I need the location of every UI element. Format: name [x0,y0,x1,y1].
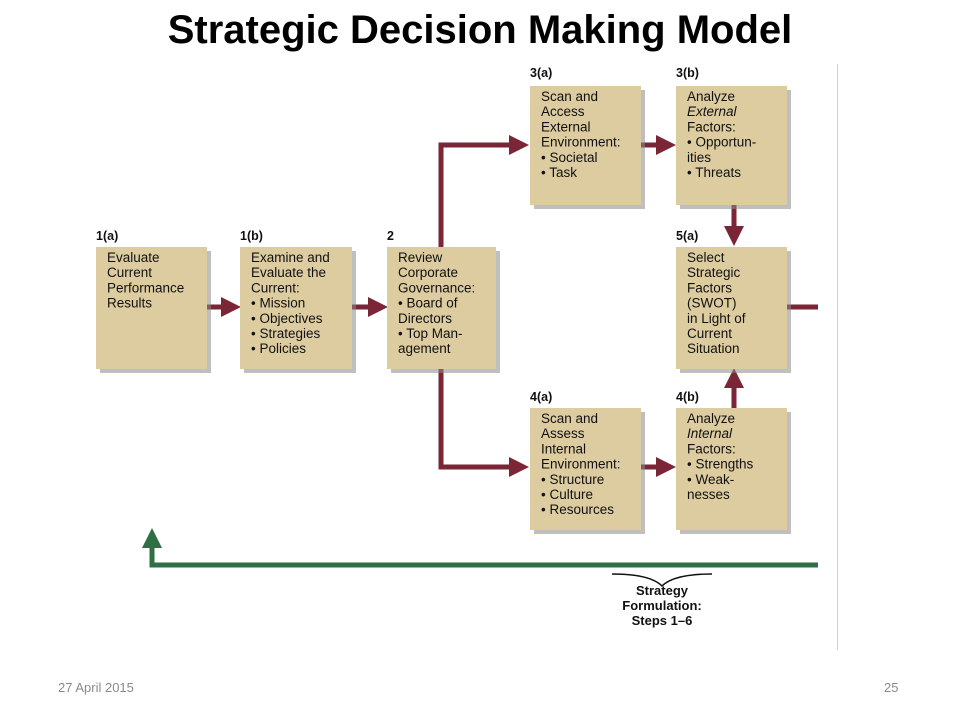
box-text-line: • Strengths [687,457,754,472]
box-background [676,86,787,205]
boxes-layer: 1(a)EvaluateCurrentPerformanceResults1(b… [96,66,791,534]
box-text-line: Analyze [687,89,735,104]
box-text-line: • Opportun- [687,135,756,150]
box-text-line: • Culture [541,487,593,502]
box-background [676,408,787,530]
caption-line: Formulation: [622,598,701,613]
box-text-line: Corporate [398,265,458,280]
box-text-line: Performance [107,280,184,295]
box-text-line: • Policies [251,341,306,356]
box-text-line: • Threats [687,165,741,180]
box-text-line: Environment: [541,135,621,150]
box-text-line: Review [398,250,443,265]
slide-number: 25 [884,680,899,695]
step-label: 3(b) [676,66,699,80]
box-text-line: • Mission [251,296,305,311]
box-text-line: Factors [687,280,732,295]
box-background [530,408,641,530]
step-label: 2 [387,229,394,243]
box-text-line: Internal [541,441,586,456]
step-label: 4(b) [676,390,699,404]
step-label: 1(b) [240,229,263,243]
box-background [676,247,787,369]
brace [611,573,713,588]
box-text-line: Access [541,104,585,119]
box-text-line: Internal [687,426,733,441]
box-text-line: Situation [687,341,740,356]
box-text-line: Factors: [687,119,736,134]
box-text-line: Assess [541,426,585,441]
box-text-line: Current [687,326,732,341]
box-text-line: Evaluate the [251,265,326,280]
step-label: 4(a) [530,390,552,404]
box-text-line: (SWOT) [687,296,737,311]
caption: Strategy Formulation: Steps 1–6 [622,583,701,628]
box-text-line: Evaluate [107,250,160,265]
box-4a: 4(a)Scan andAssessInternalEnvironment:• … [530,390,645,534]
box-text-line: agement [398,341,451,356]
box-text-line: in Light of [687,311,746,326]
step-label: 3(a) [530,66,552,80]
box-text-line: Examine and [251,250,330,265]
box-3a: 3(a)Scan andAccessExternalEnvironment:• … [530,66,645,209]
box-text-line: • Weak- [687,472,734,487]
box-text-line: • Board of [398,296,458,311]
box-background [96,247,207,369]
box-text-line: • Societal [541,150,598,165]
box-text-line: Analyze [687,411,735,426]
box-text-line: Results [107,296,152,311]
box-text-line: External [541,119,591,134]
box-text-line: • Resources [541,502,614,517]
box-text-line: • Task [541,165,577,180]
box-text-line: • Structure [541,472,604,487]
box-text-line: Current [107,265,152,280]
footer-date: 27 April 2015 [58,680,134,695]
step-label: 1(a) [96,229,118,243]
box-text-line: Directors [398,311,452,326]
box-text-line: Strategic [687,265,741,280]
box-text-line: Governance: [398,280,475,295]
box-text-line: • Objectives [251,311,323,326]
box-text-line: • Top Man- [398,326,463,341]
page-title: Strategic Decision Making Model [167,8,793,52]
box-text-line: External [687,104,738,119]
box-text-line: • Strategies [251,326,321,341]
box-text-line: nesses [687,487,730,502]
box-text-line: Scan and [541,89,598,104]
box-background [387,247,496,369]
box-text-line: Current: [251,280,300,295]
return-arrow [142,528,818,588]
caption-line: Steps 1–6 [632,613,693,628]
box-text-line: Scan and [541,411,598,426]
box-background [240,247,352,369]
box-text-line: Select [687,250,725,265]
box-text-line: Environment: [541,457,621,472]
box-text-line: ities [687,150,711,165]
figure-border [837,64,838,650]
step-label: 5(a) [676,229,698,243]
caption-line: Strategy [636,583,689,598]
box-background [530,86,641,205]
box-text-line: Factors: [687,441,736,456]
